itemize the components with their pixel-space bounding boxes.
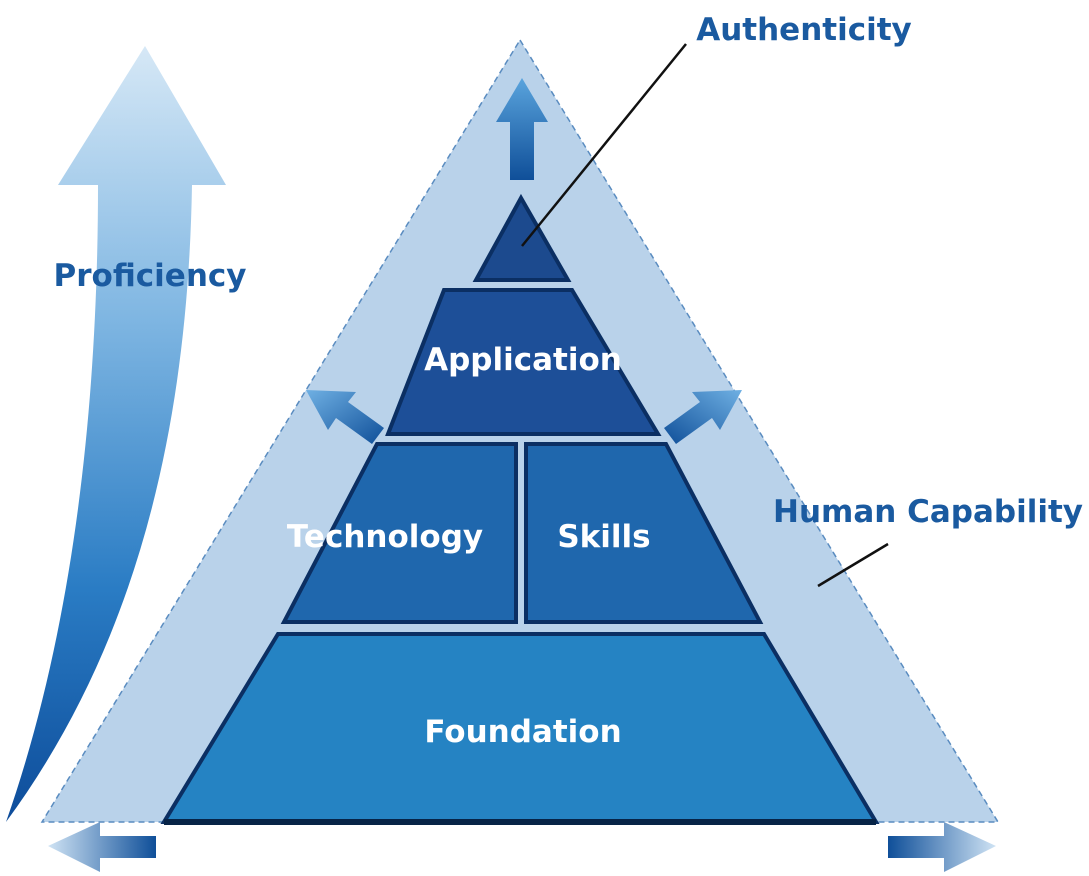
human-capability-label: Human Capability: [773, 494, 1083, 530]
application-label: Application: [424, 342, 622, 378]
technology-label: Technology: [287, 519, 483, 555]
proficiency-arrow: [6, 46, 226, 822]
technology-tier: [280, 442, 518, 624]
proficiency-label: Proficiency: [54, 258, 247, 294]
left-arrow-icon: [48, 822, 156, 872]
skills-tier: [524, 442, 764, 624]
apex-tier: [472, 193, 572, 282]
up-right-arrow-icon: [664, 390, 742, 444]
authenticity-leader-line: [521, 43, 687, 247]
up-left-arrow-icon: [306, 390, 384, 444]
application-tier: [385, 288, 662, 436]
human-capability-leader-line: [817, 542, 889, 588]
up-arrow-icon: [496, 78, 548, 180]
right-arrow-icon: [888, 822, 996, 872]
skills-label: Skills: [557, 519, 650, 555]
foundation-label: Foundation: [424, 714, 621, 750]
authenticity-label: Authenticity: [696, 12, 912, 48]
